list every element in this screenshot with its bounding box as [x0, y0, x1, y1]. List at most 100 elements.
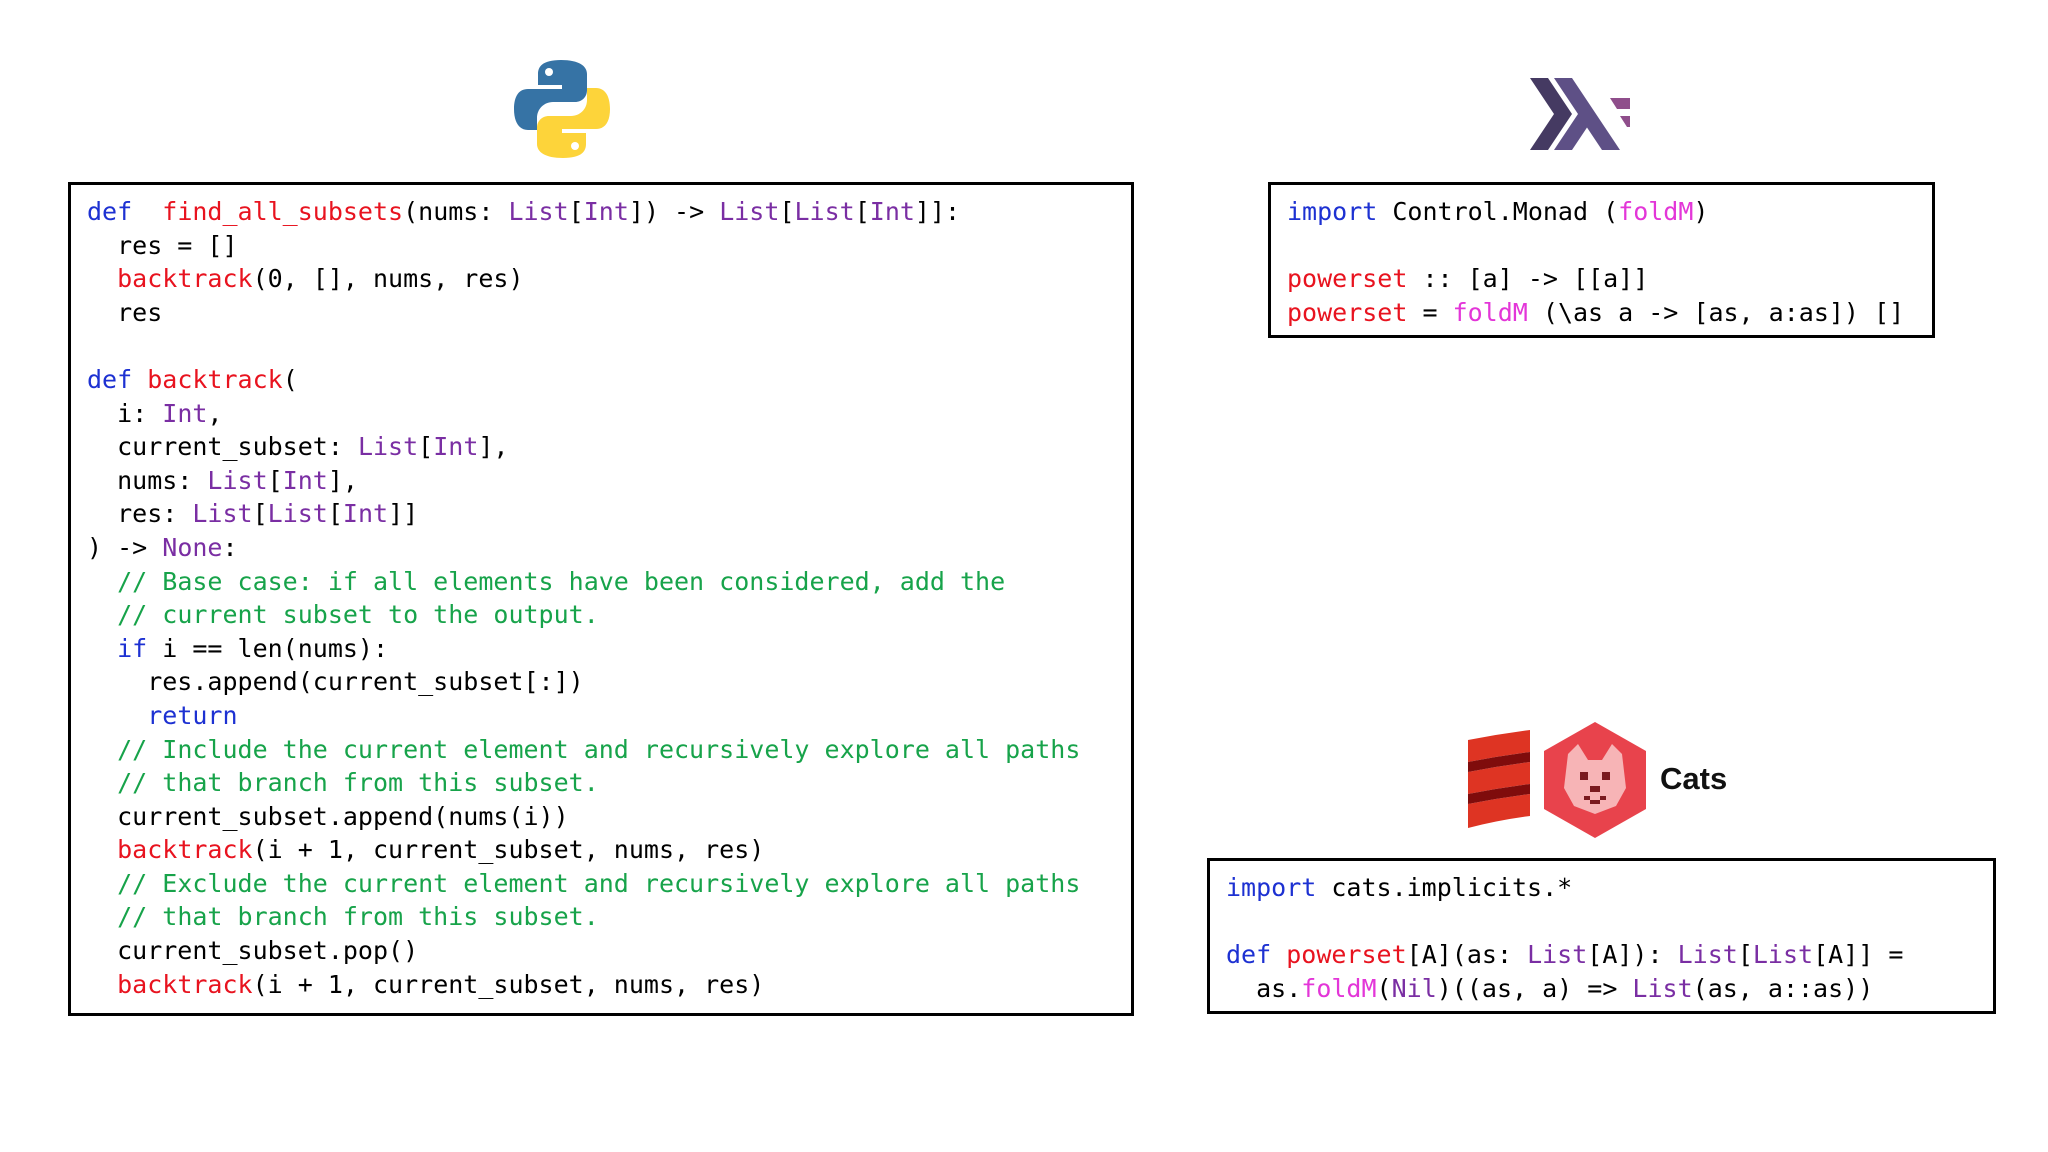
code-token: def	[87, 197, 133, 226]
code-token: Int	[162, 398, 208, 428]
code-token: foldM	[1618, 197, 1694, 226]
code-line: current_subset: List[Int],	[87, 432, 508, 461]
code-line: nums: List[Int],	[87, 466, 358, 495]
code-token: (0, [], nums, res)	[252, 264, 524, 294]
code-token: current_subset.append(nums(i))	[87, 801, 569, 831]
code-token: [	[252, 499, 268, 529]
code-token: foldM	[1301, 973, 1377, 1003]
code-token: ]]	[388, 499, 419, 529]
code-line: backtrack(0, [], nums, res)	[87, 264, 524, 294]
code-token: List	[267, 499, 328, 529]
scala-code-box: import cats.implicits.* def powerset[A](…	[1207, 858, 1996, 1014]
code-token: (	[282, 364, 298, 394]
code-token: backtrack	[117, 835, 253, 865]
code-token: [	[418, 432, 434, 462]
code-token: )((as, a) =>	[1436, 973, 1633, 1003]
code-token: (as, a::as))	[1692, 973, 1874, 1003]
code-token: res.append(current_subset[:])	[87, 667, 584, 697]
code-line: i: Int,	[87, 399, 222, 428]
code-token: powerset	[1287, 297, 1408, 327]
code-token: =	[1407, 297, 1453, 327]
code-token: cats.implicits.*	[1316, 873, 1573, 902]
code-token	[132, 365, 147, 394]
code-token: [A](as:	[1406, 940, 1528, 970]
code-line: current_subset.pop()	[87, 936, 418, 965]
code-line: ) -> None:	[87, 533, 238, 562]
code-token: Int	[282, 465, 328, 495]
code-token: [A]] =	[1813, 940, 1904, 970]
code-token: nums:	[87, 465, 208, 495]
code-token: powerset	[1286, 940, 1407, 970]
code-token: res	[87, 297, 163, 327]
code-token: res:	[87, 499, 193, 529]
code-line: def find_all_subsets(nums: List[Int]) ->…	[87, 197, 960, 226]
code-token: find_all_subsets	[162, 197, 404, 226]
code-line: current_subset.append(nums(i))	[87, 802, 569, 831]
code-token	[87, 970, 117, 999]
code-token: (\as a -> [as, a:as]) []	[1527, 297, 1905, 327]
code-line: powerset = foldM (\as a -> [as, a:as]) […	[1287, 298, 1904, 327]
code-token: [	[327, 499, 343, 529]
code-token: ],	[327, 465, 358, 495]
code-token	[132, 197, 162, 226]
code-token: Int	[583, 197, 629, 226]
code-token: // Base case: if all elements have been …	[117, 566, 1006, 596]
code-token: (	[1376, 973, 1392, 1003]
cats-label: Cats	[1660, 761, 1728, 796]
code-line: as.foldM(Nil)((as, a) => List(as, a::as)…	[1226, 974, 1873, 1003]
cats-logo-icon	[1544, 722, 1646, 838]
code-line: if i == len(nums):	[87, 634, 388, 663]
code-token: List	[192, 499, 253, 529]
code-token: res = []	[87, 230, 238, 260]
code-line: // Include the current element and recur…	[87, 735, 1080, 764]
code-line: res = []	[87, 230, 238, 260]
code-token: ) ->	[87, 532, 163, 562]
code-token: import	[1226, 873, 1317, 902]
code-token: def	[1226, 940, 1272, 970]
code-token	[87, 735, 117, 764]
code-line: // Exclude the current element and recur…	[87, 869, 1080, 898]
code-token: (i + 1, current_subset, nums, res)	[252, 969, 765, 999]
code-token	[87, 768, 117, 797]
code-token	[87, 902, 117, 931]
code-token: [A]):	[1587, 940, 1678, 970]
code-token: current_subset.pop()	[87, 936, 419, 966]
code-line: // Base case: if all elements have been …	[87, 567, 1005, 596]
code-line: def powerset[A](as: List[A]): List[List[…	[1226, 940, 1903, 969]
code-token: // Exclude the current element and recur…	[117, 868, 1081, 898]
code-token: ],	[478, 432, 509, 462]
code-token: Int	[342, 499, 389, 529]
code-token: [	[568, 197, 584, 226]
python-code-box: def find_all_subsets(nums: List[Int]) ->…	[68, 182, 1134, 1016]
code-line: import cats.implicits.*	[1226, 873, 1572, 902]
code-token: )	[1693, 197, 1709, 226]
code-token: i:	[87, 398, 163, 428]
code-token	[87, 567, 117, 596]
code-token: :	[222, 532, 238, 562]
code-token: List	[1632, 973, 1693, 1003]
code-token: ,	[207, 398, 223, 428]
code-token: Control.Monad (	[1377, 197, 1619, 226]
code-line: res: List[List[Int]]	[87, 499, 418, 528]
code-token: List	[719, 197, 780, 226]
code-token: List	[1677, 940, 1738, 970]
code-token: [	[779, 197, 795, 226]
code-line: res.append(current_subset[:])	[87, 667, 584, 696]
code-token	[87, 869, 117, 898]
code-line: backtrack(i + 1, current_subset, nums, r…	[87, 970, 764, 999]
code-token: Int	[869, 197, 915, 226]
python-logo-icon	[512, 58, 612, 160]
code-line: // that branch from this subset.	[87, 768, 599, 797]
code-token: return	[147, 700, 238, 730]
code-token: :: [a] -> [[a]]	[1407, 264, 1649, 294]
haskell-logo-icon	[1530, 78, 1630, 150]
code-token: [	[267, 465, 283, 495]
code-token: backtrack	[117, 264, 253, 294]
code-token: List	[357, 432, 419, 462]
scala-code: import cats.implicits.* def powerset[A](…	[1226, 871, 1993, 1005]
code-token: Int	[433, 432, 479, 462]
scala-logo-icon	[1468, 730, 1530, 832]
code-token: List	[207, 465, 268, 495]
code-token: backtrack	[147, 364, 283, 394]
python-code: def find_all_subsets(nums: List[Int]) ->…	[87, 195, 1131, 1001]
